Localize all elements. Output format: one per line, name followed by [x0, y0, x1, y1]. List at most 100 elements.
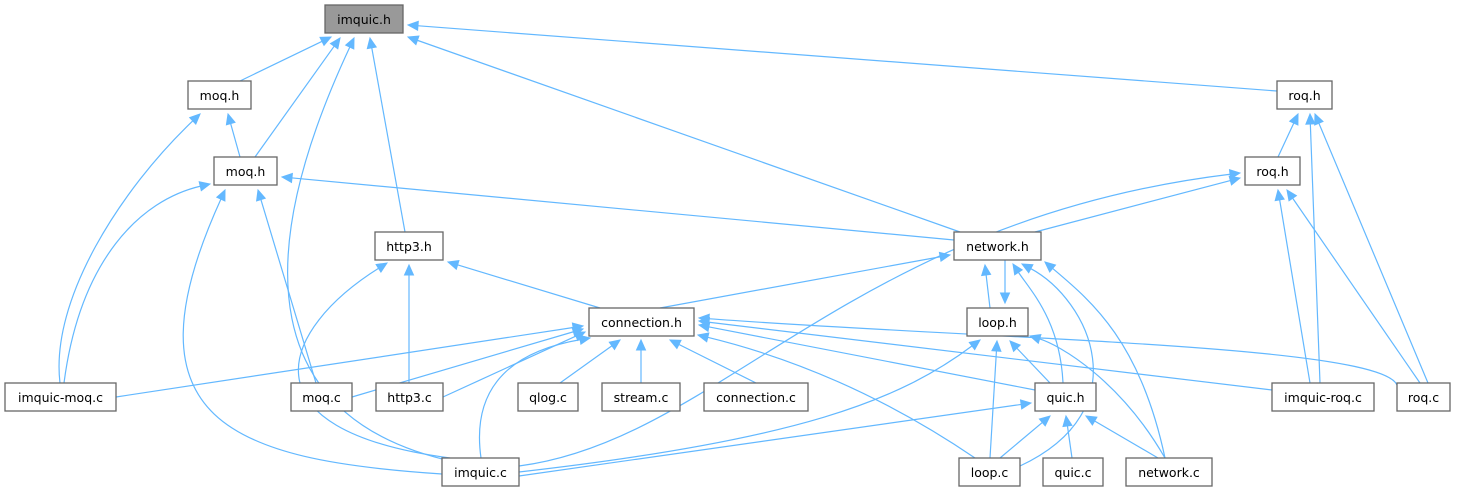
arrowhead-icon	[697, 313, 710, 325]
node-label: roq.h	[1256, 164, 1288, 179]
node-imquic-c[interactable]: imquic.c	[441, 457, 520, 487]
node-moq-h-2[interactable]: moq.h	[213, 156, 278, 186]
arrowhead-icon	[375, 262, 389, 274]
arrowhead-icon	[344, 36, 355, 50]
arrowhead-icon	[1028, 334, 1042, 345]
node-box[interactable]	[1271, 382, 1375, 412]
node-box[interactable]	[703, 382, 809, 412]
edge-line	[290, 177, 955, 241]
node-box[interactable]	[375, 382, 444, 412]
node-box[interactable]	[1125, 457, 1213, 487]
node-loop-c[interactable]: loop.c	[958, 457, 1021, 487]
node-roq-c[interactable]: roq.c	[1396, 382, 1451, 412]
arrowhead-icon	[1274, 188, 1285, 202]
node-imquic-moq-c[interactable]: imquic-moq.c	[4, 382, 117, 412]
node-connection-h[interactable]: connection.h	[588, 307, 695, 337]
node-box[interactable]	[213, 156, 278, 186]
edge-line	[1038, 338, 1166, 459]
node-connection-c[interactable]: connection.c	[703, 382, 809, 412]
node-box[interactable]	[187, 80, 252, 110]
edge-line	[559, 344, 614, 384]
node-box[interactable]	[290, 382, 353, 412]
node-qlog-c[interactable]: qlog.c	[517, 382, 579, 412]
edge-line	[677, 343, 757, 384]
node-box[interactable]	[324, 4, 404, 34]
edge-qlog-c-to-connection-h	[559, 339, 621, 384]
node-http3-c[interactable]: http3.c	[375, 382, 444, 412]
node-label: connection.h	[601, 315, 682, 330]
edge-network-h-to-moq-h-2	[280, 172, 955, 241]
edge-line	[416, 39, 961, 233]
node-box[interactable]	[601, 382, 681, 412]
node-box[interactable]	[1042, 457, 1104, 487]
arrowhead-icon	[1009, 340, 1022, 353]
edge-loop-c-to-network-h	[1019, 263, 1094, 467]
arrowhead-icon	[406, 20, 419, 32]
edge-line	[1034, 179, 1232, 233]
edge-line	[1017, 271, 1064, 384]
node-network-c[interactable]: network.c	[1125, 457, 1213, 487]
arrowhead-icon	[1084, 415, 1098, 426]
edge-moq-h-2-to-moq-h-1	[225, 112, 241, 158]
edge-line	[371, 46, 406, 233]
edge-line	[707, 326, 1036, 391]
node-box[interactable]	[953, 231, 1042, 261]
node-roq-h-1[interactable]: roq.h	[1276, 80, 1333, 110]
arrowhead-icon	[329, 37, 341, 50]
node-box[interactable]	[4, 382, 117, 412]
edge-line	[254, 44, 336, 158]
arrowhead-icon	[1020, 263, 1034, 274]
node-box[interactable]	[441, 457, 520, 487]
edge-connection-h-to-network-h	[659, 251, 952, 309]
edge-connection-c-to-connection-h	[668, 339, 757, 384]
edge-line	[239, 40, 324, 82]
node-box[interactable]	[958, 457, 1021, 487]
arrowhead-icon	[1286, 188, 1298, 202]
arrowhead-icon	[403, 263, 415, 276]
edge-imquic-roq-c-to-roq-h-1	[1305, 112, 1321, 384]
arrowhead-icon	[198, 181, 212, 192]
node-quic-h[interactable]: quic.h	[1034, 382, 1097, 412]
node-box[interactable]	[1396, 382, 1451, 412]
node-network-h[interactable]: network.h	[953, 231, 1042, 261]
node-label: http3.c	[387, 390, 432, 405]
edge-imquic-c-to-moq-h-2	[182, 188, 443, 475]
node-label: moq.h	[226, 164, 266, 179]
edge-network-c-to-network-h	[1044, 261, 1166, 459]
edge-imquic-moq-c-to-moq-h-1	[58, 113, 201, 384]
edge-loop-c-to-quic-h	[999, 415, 1051, 459]
node-label: loop.h	[978, 315, 1017, 330]
node-label: imquic-roq.c	[1284, 390, 1362, 405]
node-imquic-h[interactable]: imquic.h	[324, 4, 404, 34]
arrowhead-icon	[938, 251, 952, 263]
node-box[interactable]	[588, 307, 695, 337]
node-moq-c[interactable]: moq.c	[290, 382, 353, 412]
edge-line	[989, 349, 998, 459]
edge-line	[416, 25, 1278, 92]
node-box[interactable]	[1244, 156, 1301, 186]
arrowhead-icon	[1314, 112, 1324, 126]
node-box[interactable]	[374, 231, 444, 261]
node-roq-h-2[interactable]: roq.h	[1244, 156, 1301, 186]
edge-network-h-to-imquic-h	[406, 35, 961, 233]
node-http3-h[interactable]: http3.h	[374, 231, 444, 261]
edge-line	[1291, 197, 1421, 384]
edge-http3-c-to-http3-h	[403, 263, 415, 383]
node-label: roq.c	[1408, 390, 1439, 405]
edge-moq-h-1-to-imquic-h	[239, 36, 333, 82]
edge-line	[518, 173, 1232, 467]
node-box[interactable]	[1034, 382, 1097, 412]
node-box[interactable]	[1276, 80, 1333, 110]
node-box[interactable]	[517, 382, 579, 412]
node-quic-c[interactable]: quic.c	[1042, 457, 1104, 487]
node-loop-h[interactable]: loop.h	[966, 307, 1029, 337]
node-imquic-roq-c[interactable]: imquic-roq.c	[1271, 382, 1375, 412]
node-label: loop.c	[971, 465, 1009, 480]
edge-line	[707, 318, 1398, 386]
node-moq-h-1[interactable]: moq.h	[187, 80, 252, 110]
node-box[interactable]	[966, 307, 1029, 337]
edge-loop-h-to-network-h	[980, 263, 992, 309]
edge-imquic-c-to-loop-h	[518, 339, 981, 473]
node-stream-c[interactable]: stream.c	[601, 382, 681, 412]
edge-connection-h-to-http3-h	[446, 260, 601, 309]
